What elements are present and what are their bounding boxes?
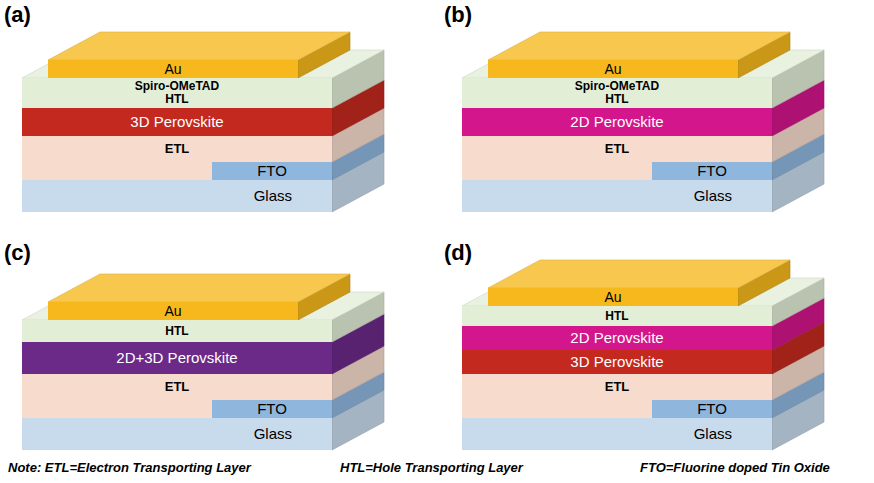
layer-label: Spiro-OMeTAD	[135, 80, 219, 93]
layer-label: ETL	[165, 142, 190, 156]
layer-label: FTO	[257, 163, 287, 179]
electron-transport-layer: ETL	[462, 136, 772, 162]
panel-label: (b)	[444, 2, 472, 28]
gold-electrode-top	[48, 32, 350, 60]
fto-layer: FTO	[212, 400, 332, 418]
glass-substrate: Glass	[22, 418, 332, 450]
layer-label: 3D Perovskite	[130, 114, 223, 130]
layer-label: FTO	[697, 163, 727, 179]
layer-label: HTL	[165, 93, 188, 106]
note-text: FTO=Fluorine doped Tin Oxide	[640, 460, 830, 475]
electron-transport-layer: ETL	[22, 374, 332, 400]
layer-label: Au	[604, 290, 621, 305]
gold-electrode: Au	[488, 288, 738, 306]
perovskite-layer: 3D Perovskite	[462, 350, 772, 374]
perovskite-layer: 3D Perovskite	[22, 108, 332, 136]
gold-electrode-top	[488, 32, 790, 60]
note-text: Note: ETL=Electron Transporting Layer	[8, 460, 251, 475]
gold-electrode-top	[488, 260, 790, 288]
layer-label: FTO	[697, 401, 727, 417]
hole-transport-layer: HTL	[22, 320, 332, 342]
glass-substrate: Glass	[462, 180, 772, 212]
layer-label: ETL	[605, 380, 630, 394]
layer-label: HTL	[605, 93, 628, 106]
panel-label: (c)	[4, 240, 31, 266]
etl-lower-part	[462, 162, 652, 180]
glass-substrate: Glass	[22, 180, 332, 212]
hole-transport-layer: HTL	[462, 306, 772, 326]
layer-label: ETL	[165, 380, 190, 394]
layer-label: Glass	[254, 426, 292, 442]
layer-label: Spiro-OMeTAD	[575, 80, 659, 93]
electron-transport-layer: ETL	[462, 374, 772, 400]
hole-transport-layer: Spiro-OMeTADHTL	[462, 78, 772, 108]
layer-label: Au	[164, 62, 181, 77]
panel-label: (d)	[444, 240, 472, 266]
layer-label: Au	[604, 62, 621, 77]
etl-lower-part	[462, 400, 652, 418]
fto-layer: FTO	[652, 162, 772, 180]
panel-label: (a)	[4, 2, 31, 28]
perovskite-layer: 2D+3D Perovskite	[22, 342, 332, 374]
layer-label: HTL	[605, 310, 628, 323]
etl-top	[462, 108, 824, 136]
gold-electrode: Au	[488, 60, 738, 78]
etl-lower-part	[22, 400, 212, 418]
layer-label: 2D Perovskite	[570, 330, 663, 346]
layer-label: 2D+3D Perovskite	[116, 350, 237, 366]
perovskite-layer: 2D Perovskite	[462, 108, 772, 136]
layer-label: Au	[164, 304, 181, 319]
perovskite-layer-top	[462, 322, 824, 350]
gold-electrode: Au	[48, 60, 298, 78]
gold-electrode: Au	[48, 302, 298, 320]
etl-lower-part	[22, 162, 212, 180]
note-text: HTL=Hole Transporting Layer	[340, 460, 523, 475]
layer-label: Glass	[254, 188, 292, 204]
layer-label: FTO	[257, 401, 287, 417]
perovskite-layer: 2D Perovskite	[462, 326, 772, 350]
layer-label: ETL	[605, 142, 630, 156]
fto-layer: FTO	[652, 400, 772, 418]
layer-label: 3D Perovskite	[570, 354, 663, 370]
layer-label: HTL	[165, 325, 188, 338]
layer-label: Glass	[694, 426, 732, 442]
electron-transport-layer: ETL	[22, 136, 332, 162]
gold-electrode-top	[48, 274, 350, 302]
fto-layer: FTO	[212, 162, 332, 180]
etl-top	[462, 346, 824, 374]
glass-substrate: Glass	[462, 418, 772, 450]
etl-top	[22, 108, 384, 136]
layer-label: Glass	[694, 188, 732, 204]
hole-transport-layer: Spiro-OMeTADHTL	[22, 78, 332, 108]
layer-label: 2D Perovskite	[570, 114, 663, 130]
